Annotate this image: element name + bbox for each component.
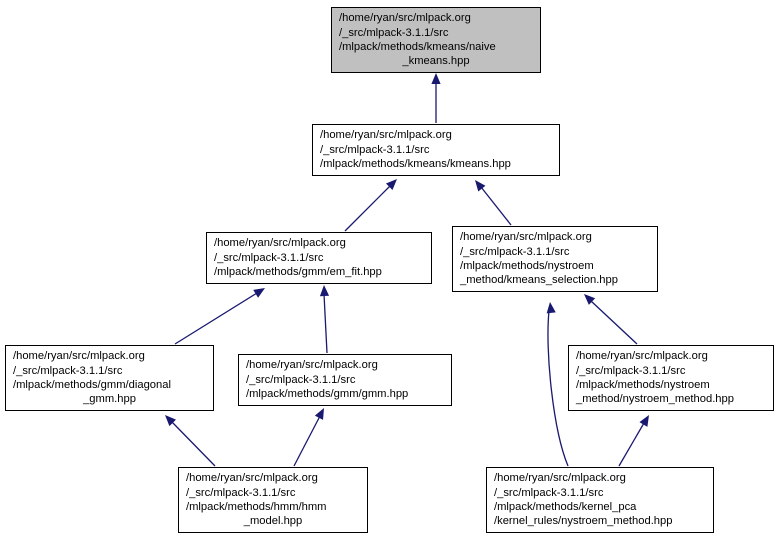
graph-node-nystroem_method[interactable]: /home/ryan/src/mlpack.org/_src/mlpack-3.… (568, 345, 774, 411)
edge-arrowhead (314, 408, 324, 420)
graph-node-naive_kmeans[interactable]: /home/ryan/src/mlpack.org/_src/mlpack-3.… (331, 7, 541, 73)
node-label-line: /_src/mlpack-3.1.1/src (460, 245, 570, 258)
node-label-line: /_src/mlpack-3.1.1/src (13, 364, 123, 377)
node-label-line: _gmm.hpp (83, 393, 136, 406)
dependency-edge (293, 408, 324, 467)
graph-node-hmm_model[interactable]: /home/ryan/src/mlpack.org/_src/mlpack-3.… (178, 467, 368, 533)
dependency-edge (618, 415, 649, 467)
node-label-line: /_src/mlpack-3.1.1/src (339, 26, 449, 39)
node-label-line: /home/ryan/src/mlpack.org (320, 129, 452, 142)
dependency-edge (319, 285, 330, 354)
node-label-line: /_src/mlpack-3.1.1/src (576, 364, 686, 377)
edge-arrowhead (253, 288, 265, 298)
node-label-line: /mlpack/methods/gmm/gmm.hpp (246, 388, 409, 401)
node-label-line: /mlpack/methods/hmm/hmm (186, 501, 327, 513)
node-label-line: /mlpack/methods/gmm/diagonal (13, 379, 171, 391)
edge-arrowhead (475, 180, 486, 192)
edge-arrowhead (385, 179, 397, 191)
node-label-line: /mlpack/methods/kmeans/kmeans.hpp (320, 158, 511, 171)
graph-node-diagonal_gmm[interactable]: /home/ryan/src/mlpack.org/_src/mlpack-3.… (5, 345, 214, 411)
dependency-edge (344, 179, 397, 232)
dependency-edge (174, 288, 265, 345)
node-label-line: _method/kmeans_selection.hpp (460, 274, 618, 287)
graph-node-em_fit[interactable]: /home/ryan/src/mlpack.org/_src/mlpack-3.… (206, 232, 432, 284)
node-label-line: /home/ryan/src/mlpack.org (460, 231, 592, 244)
node-label-line: /home/ryan/src/mlpack.org (576, 350, 708, 363)
node-label-line: /home/ryan/src/mlpack.org (494, 472, 626, 485)
node-label-line: _method/nystroem_method.hpp (576, 393, 734, 406)
node-label-line: /_src/mlpack-3.1.1/src (214, 251, 324, 264)
node-label-line: /_src/mlpack-3.1.1/src (186, 486, 296, 499)
node-label-line: /mlpack/methods/nystroem (576, 379, 710, 391)
node-label-line: _kmeans.hpp (402, 55, 470, 68)
node-label-line: /_src/mlpack-3.1.1/src (320, 143, 430, 156)
dependency-edge (546, 302, 569, 467)
graph-node-gmm[interactable]: /home/ryan/src/mlpack.org/_src/mlpack-3.… (238, 354, 452, 406)
edge-arrowhead (165, 415, 176, 427)
node-label-line: /home/ryan/src/mlpack.org (13, 350, 145, 363)
node-label-line: /home/ryan/src/mlpack.org (339, 12, 471, 25)
dependency-edge (165, 415, 216, 467)
node-label-line: /mlpack/methods/nystroem (460, 260, 594, 272)
graph-node-kmeans_selection[interactable]: /home/ryan/src/mlpack.org/_src/mlpack-3.… (452, 226, 658, 292)
node-label-line: /home/ryan/src/mlpack.org (186, 472, 318, 485)
edge-arrowhead (639, 415, 649, 427)
dependency-edge (431, 73, 441, 123)
edge-arrowhead (319, 285, 330, 297)
edge-arrowhead (546, 302, 556, 314)
node-label-line: /mlpack/methods/gmm/em_fit.hpp (214, 266, 382, 279)
node-label-line: /mlpack/methods/kmeans/naive (339, 41, 496, 53)
dependency-edge (475, 180, 512, 226)
graph-node-kmeans[interactable]: /home/ryan/src/mlpack.org/_src/mlpack-3.… (312, 124, 560, 176)
node-label-line: _model.hpp (243, 515, 303, 528)
node-label-line: /mlpack/methods/kernel_pca (494, 501, 637, 513)
edge-arrowhead (584, 294, 596, 305)
edge-arrowhead (431, 73, 441, 84)
node-label-line: /_src/mlpack-3.1.1/src (246, 373, 356, 386)
node-label-line: /_src/mlpack-3.1.1/src (494, 486, 604, 499)
graph-node-kernel_pca_nystroem[interactable]: /home/ryan/src/mlpack.org/_src/mlpack-3.… (486, 467, 714, 533)
node-label-line: /home/ryan/src/mlpack.org (214, 237, 346, 250)
node-label-line: /kernel_rules/nystroem_method.hpp (494, 515, 673, 528)
dependency-edge (584, 294, 638, 345)
node-label-line: /home/ryan/src/mlpack.org (246, 359, 378, 372)
